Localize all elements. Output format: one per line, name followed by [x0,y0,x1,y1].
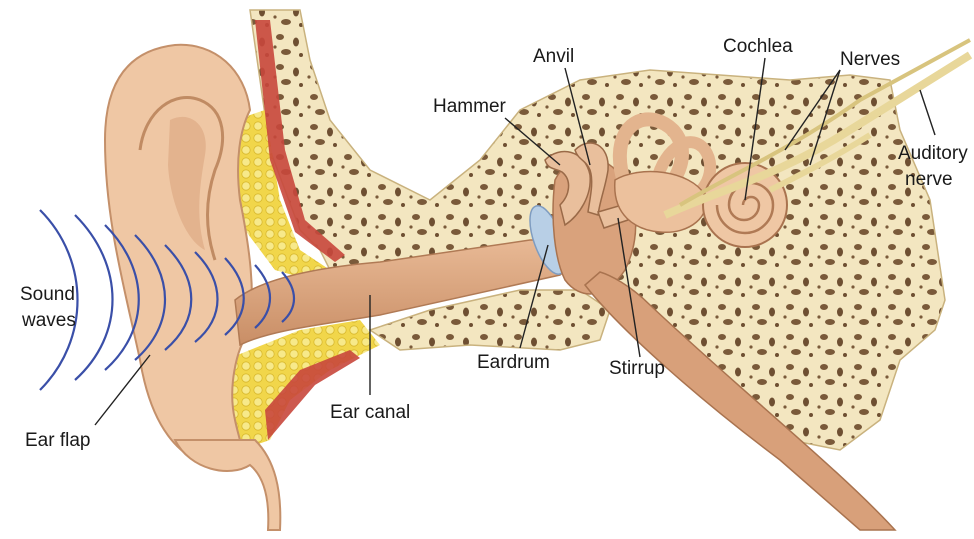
label-sound-waves-line2: waves [21,310,76,331]
label-hammer: Hammer [433,96,507,117]
earlobe [175,440,280,530]
label-nerves: Nerves [840,49,900,70]
label-auditory-line2: nerve [905,169,953,190]
label-cochlea: Cochlea [723,36,793,57]
label-ear-flap: Ear flap [25,430,90,451]
label-eardrum: Eardrum [477,352,550,373]
cochlea-shape [703,163,787,247]
label-stirrup: Stirrup [609,358,665,379]
ear-flap-shape [105,45,252,470]
label-anvil: Anvil [533,46,574,67]
leader-ear-flap [95,355,150,425]
leader-auditory-nerve [920,90,935,135]
label-auditory-line1: Auditory [898,143,968,164]
label-ear-canal: Ear canal [330,402,410,423]
label-sound-waves-line1: Sound [20,284,75,305]
